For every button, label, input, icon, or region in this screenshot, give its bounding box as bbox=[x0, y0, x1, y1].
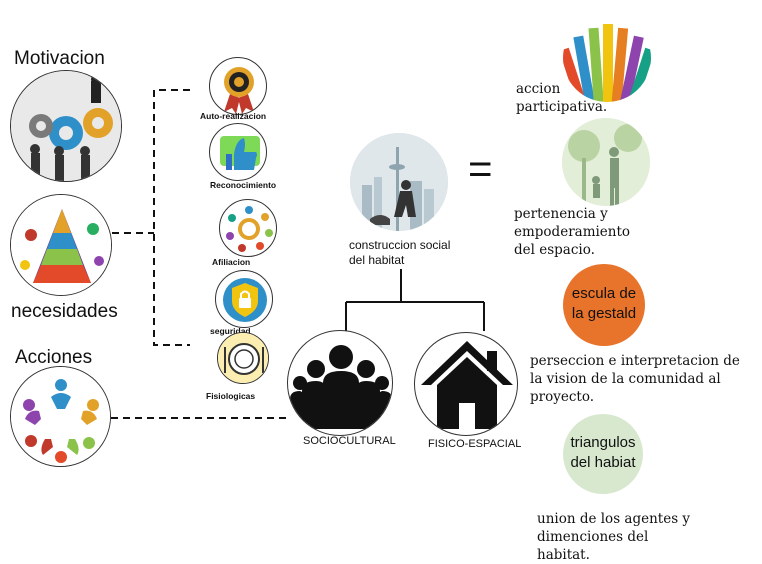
auto-realizacion-circle bbox=[209, 57, 267, 115]
afiliacion-label: Afiliacion bbox=[212, 257, 251, 267]
triangulos-label: triangulos del habiat bbox=[570, 434, 636, 471]
sociocultural-circle bbox=[287, 330, 393, 436]
gestald-label: escula de la gestald bbox=[571, 285, 637, 322]
house-icon bbox=[421, 341, 513, 429]
perseccion-text: perseccion e interpretacion de la vision… bbox=[530, 353, 740, 405]
acciones-title: Acciones bbox=[15, 347, 93, 368]
medal-icon bbox=[224, 67, 254, 114]
acciones-image bbox=[10, 366, 111, 467]
pertenencia-image bbox=[562, 118, 650, 206]
fisiologicas-label: Fisiologicas bbox=[206, 391, 256, 401]
auto-realizacion-label: Auto-realizacion bbox=[200, 111, 267, 121]
motivacion-title: Motivacion bbox=[14, 48, 105, 69]
lock-shield-icon bbox=[223, 278, 267, 322]
necesidades-image bbox=[10, 194, 112, 296]
seguridad-circle bbox=[215, 270, 273, 328]
plate-icon bbox=[218, 333, 268, 383]
people-circle-icon bbox=[226, 206, 273, 252]
seguridad-label: seguridad bbox=[210, 326, 251, 336]
gears-people-icon bbox=[11, 71, 121, 181]
fisico-espacial-label: FISICO-ESPACIAL bbox=[428, 438, 522, 450]
equals-sign: = bbox=[468, 145, 493, 192]
union-text: union de los agentes y dimenciones del h… bbox=[537, 511, 691, 563]
habitat-image bbox=[350, 133, 448, 231]
habitat-label: construccion social del habitat bbox=[349, 238, 451, 267]
raised-hands-icon bbox=[563, 14, 651, 102]
pyramid-icon bbox=[11, 195, 111, 295]
people-ring-icon bbox=[11, 367, 110, 466]
family-park-icon bbox=[562, 118, 650, 206]
gestald-circle: escula de la gestald bbox=[563, 264, 645, 346]
motivacion-image bbox=[10, 70, 122, 182]
thumbs-up-icon bbox=[220, 136, 260, 170]
group-people-icon bbox=[290, 345, 392, 429]
pertenencia-text: pertenencia y empoderamiento del espacio… bbox=[514, 206, 631, 258]
reconocimiento-circle bbox=[209, 123, 267, 181]
fisico-espacial-circle bbox=[414, 332, 518, 436]
necesidades-title: necesidades bbox=[11, 301, 118, 322]
triangulos-circle: triangulos del habiat bbox=[563, 414, 643, 494]
sociocultural-label: SOCIOCULTURAL bbox=[303, 435, 396, 447]
city-skyline-icon bbox=[350, 133, 448, 231]
accion-image bbox=[563, 14, 651, 102]
reconocimiento-label: Reconocimiento bbox=[210, 180, 277, 190]
accion-text: accion participativa. bbox=[516, 81, 608, 115]
afiliacion-circle bbox=[219, 199, 277, 257]
fisiologicas-circle bbox=[217, 332, 269, 384]
